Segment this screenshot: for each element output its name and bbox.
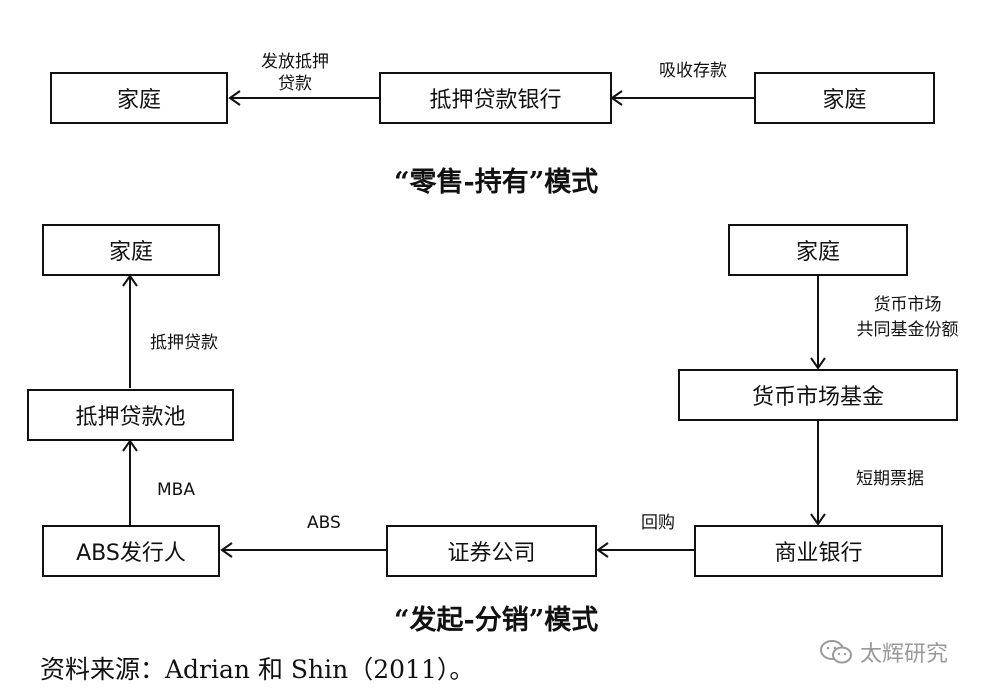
edge-label-short-term-notes: 短期票据 — [856, 469, 924, 489]
edge-label-absorb-deposits: 吸收存款 — [659, 61, 727, 81]
otd-securities-firm: 证券公司 — [386, 525, 597, 577]
edge-label-mmf-shares: 货币市场 共同基金份额 — [856, 295, 959, 340]
otd-securities-firm-label: 证券公司 — [447, 541, 536, 566]
edge-label-repo: 回购 — [641, 513, 675, 533]
retail-mortgage-bank-label: 抵押贷款银行 — [429, 88, 562, 113]
edge-label-mortgage-loans: 抵押贷款 — [150, 333, 218, 353]
otd-abs-issuer-label: ABS发行人 — [76, 541, 186, 566]
otd-abs-issuer: ABS发行人 — [42, 525, 220, 577]
watermark: 太辉研究 — [818, 636, 948, 668]
otd-household-right-label: 家庭 — [795, 240, 840, 265]
retail-household-left-label: 家庭 — [116, 88, 161, 113]
edge-label-issue-mortgage: 发放抵押 贷款 — [261, 52, 329, 94]
otd-household-left: 家庭 — [42, 224, 220, 276]
otd-commercial-bank-label: 商业银行 — [774, 541, 863, 566]
otd-mortgage-pool: 抵押贷款池 — [27, 389, 234, 441]
watermark-text: 太辉研究 — [860, 642, 949, 667]
otd-model-title: “发起-分销”模式 — [394, 605, 599, 636]
retail-mortgage-bank: 抵押贷款银行 — [379, 72, 612, 124]
retail-household-right-label: 家庭 — [822, 88, 867, 113]
otd-household-left-label: 家庭 — [108, 240, 153, 265]
otd-household-right: 家庭 — [728, 224, 908, 276]
otd-commercial-bank: 商业银行 — [694, 525, 943, 577]
otd-money-market-fund: 货币市场基金 — [678, 369, 958, 421]
otd-mortgage-pool-label: 抵押贷款池 — [75, 405, 186, 430]
wechat-icon — [820, 640, 852, 664]
source-note: 资料来源：Adrian 和 Shin（2011）。 — [40, 655, 475, 684]
retail-model-title: “零售-持有”模式 — [394, 167, 599, 198]
retail-household-right: 家庭 — [754, 72, 935, 124]
retail-household-left: 家庭 — [50, 72, 228, 124]
edge-label-mba: MBA — [157, 480, 195, 500]
otd-money-market-fund-label: 货币市场基金 — [751, 385, 884, 410]
edge-label-abs: ABS — [307, 513, 341, 533]
